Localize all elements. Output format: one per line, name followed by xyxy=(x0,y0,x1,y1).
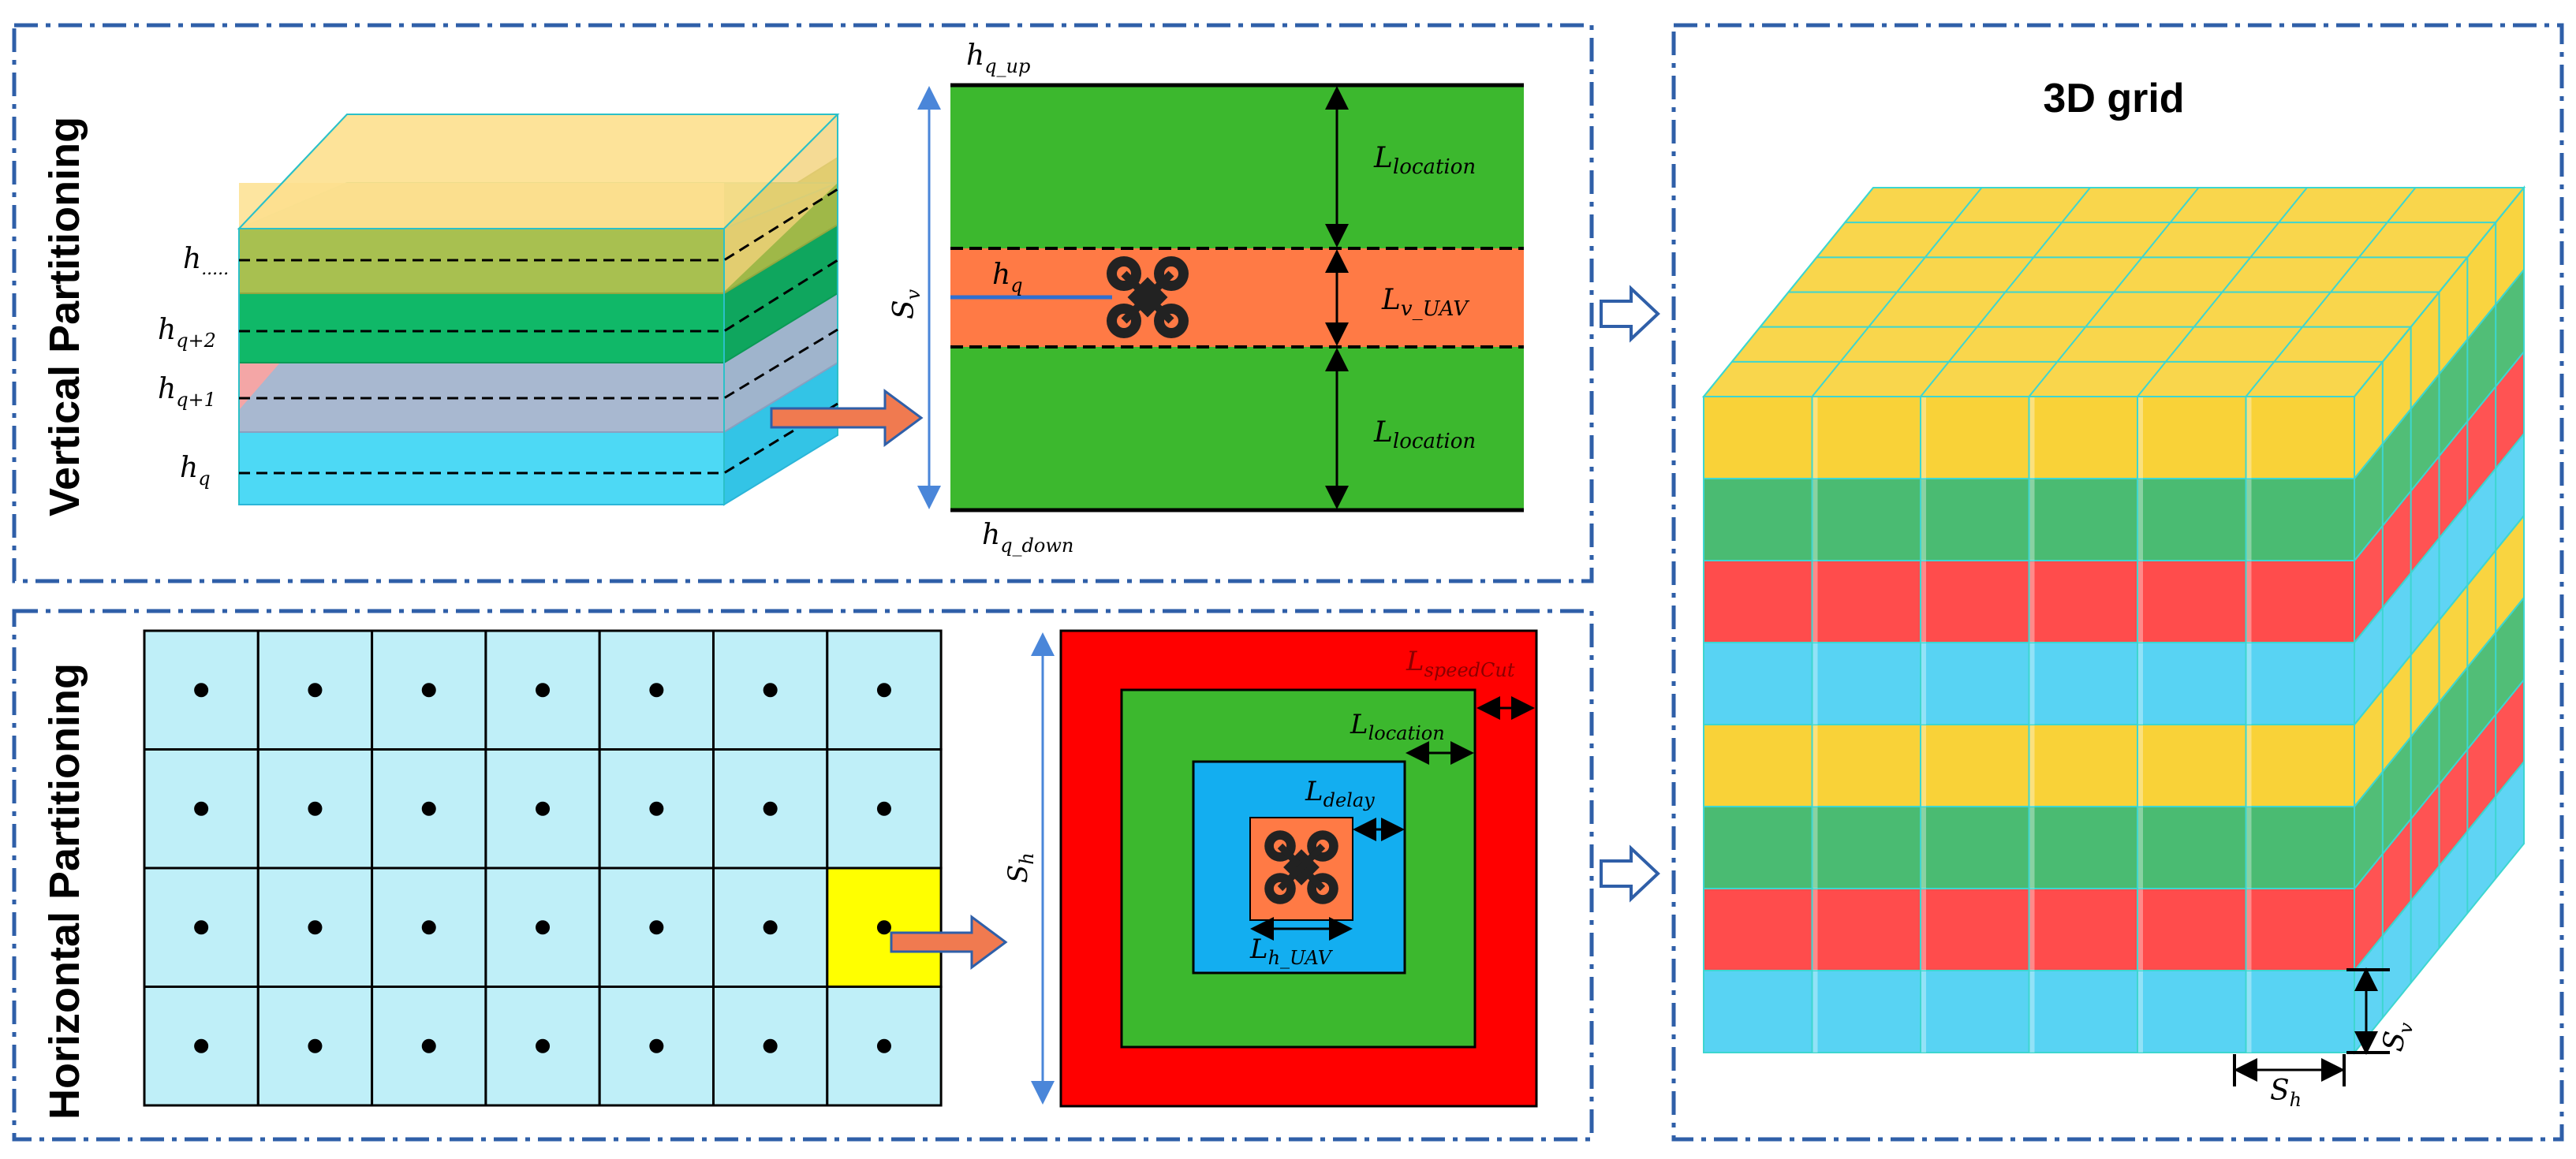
label-sh-square: Sh xyxy=(1002,852,1038,883)
label-l-h-uav: Lh_UAV xyxy=(1249,934,1334,969)
cell-center-dot xyxy=(308,920,323,935)
layer-labels: h..... hq+2 hq+1 hq xyxy=(158,243,229,490)
panel-borders xyxy=(12,23,2564,1142)
vertical-panel xyxy=(12,23,1594,583)
label-hq-up: hq_up xyxy=(966,39,1030,77)
label-sv-slab: Sv xyxy=(888,289,924,319)
cell-center-dot xyxy=(194,1038,209,1053)
vertical-title: Vertical Partitioning xyxy=(41,117,88,516)
grid3d-block xyxy=(1701,185,2526,1055)
cell-center-dot xyxy=(763,1038,778,1053)
label-hq-down: hq_down xyxy=(982,519,1073,557)
label-sv-grid: Sv xyxy=(2376,1018,2417,1054)
stack-to-slab-arrow xyxy=(770,389,924,447)
nested-squares-labels: LspeedCut Llocation Ldelay Lh_UAV Sh xyxy=(1002,646,1515,969)
grid3d-dimensions xyxy=(2233,967,2390,1086)
cell-center-dot xyxy=(649,683,664,698)
grid3d-labels: Sv Sh xyxy=(2270,1018,2418,1111)
horizontal-title: Horizontal Partitioning xyxy=(41,663,88,1120)
label-l-location-upper: Llocation xyxy=(1373,142,1476,179)
label-sh-grid: Sh xyxy=(2270,1075,2302,1111)
vertical-slab xyxy=(917,83,1524,512)
cell-center-dot xyxy=(536,801,551,816)
horizontal-to-grid-arrow xyxy=(1600,844,1660,903)
cell-to-square-arrow xyxy=(890,915,1008,970)
cell-center-dot xyxy=(308,683,323,698)
cell-center-dot xyxy=(649,1038,664,1053)
horizontal-grid xyxy=(143,629,943,1107)
cell-center-dot xyxy=(536,1038,551,1053)
cell-center-dot xyxy=(763,801,778,816)
cell-center-dot xyxy=(194,801,209,816)
vertical-slab-labels: hq_up hq_down hq Llocation Lv_UAV Llocat… xyxy=(888,39,1476,557)
cell-center-dot xyxy=(763,920,778,935)
cell-center-dot xyxy=(194,683,209,698)
cell-center-dot xyxy=(876,801,891,816)
cell-center-dot xyxy=(876,683,891,698)
label-hq-uav: hq xyxy=(992,259,1023,296)
cell-center-dot xyxy=(421,920,436,935)
layer-label-q2: hq+2 xyxy=(158,314,216,352)
label-l-location-lower: Llocation xyxy=(1373,416,1476,453)
cell-center-dot xyxy=(536,920,551,935)
grid3d-panel xyxy=(1671,23,2564,1142)
cell-center-dot xyxy=(649,801,664,816)
horizontal-panel xyxy=(12,609,1594,1142)
cell-center-dot xyxy=(308,1038,323,1053)
label-l-v-uav: Lv_UAV xyxy=(1381,284,1469,321)
cell-center-dot xyxy=(536,683,551,698)
cell-center-dot xyxy=(308,801,323,816)
cell-center-dot xyxy=(421,683,436,698)
cell-center-dot xyxy=(194,920,209,935)
label-l-speedcut: LspeedCut xyxy=(1406,646,1515,681)
layer-label-q: hq xyxy=(180,452,211,490)
layer-label-dots: h..... xyxy=(183,243,229,279)
cell-center-dot xyxy=(421,801,436,816)
cell-center-dot xyxy=(876,1038,891,1053)
cell-center-dot xyxy=(421,1038,436,1053)
label-l-delay: Ldelay xyxy=(1305,776,1375,811)
layer-label-q1: hq+1 xyxy=(158,373,216,411)
layer-stack xyxy=(237,114,840,506)
cell-center-dot xyxy=(763,683,778,698)
grid-title: 3D grid xyxy=(2043,76,2184,121)
to-grid-arrows xyxy=(1600,285,1660,903)
vertical-to-grid-arrow xyxy=(1600,285,1660,343)
cell-center-dot xyxy=(649,920,664,935)
grid-cell xyxy=(484,629,601,751)
label-l-location-h: Llocation xyxy=(1350,709,1445,744)
cell-center-dot xyxy=(876,920,891,935)
nested-squares xyxy=(1031,629,1538,1108)
